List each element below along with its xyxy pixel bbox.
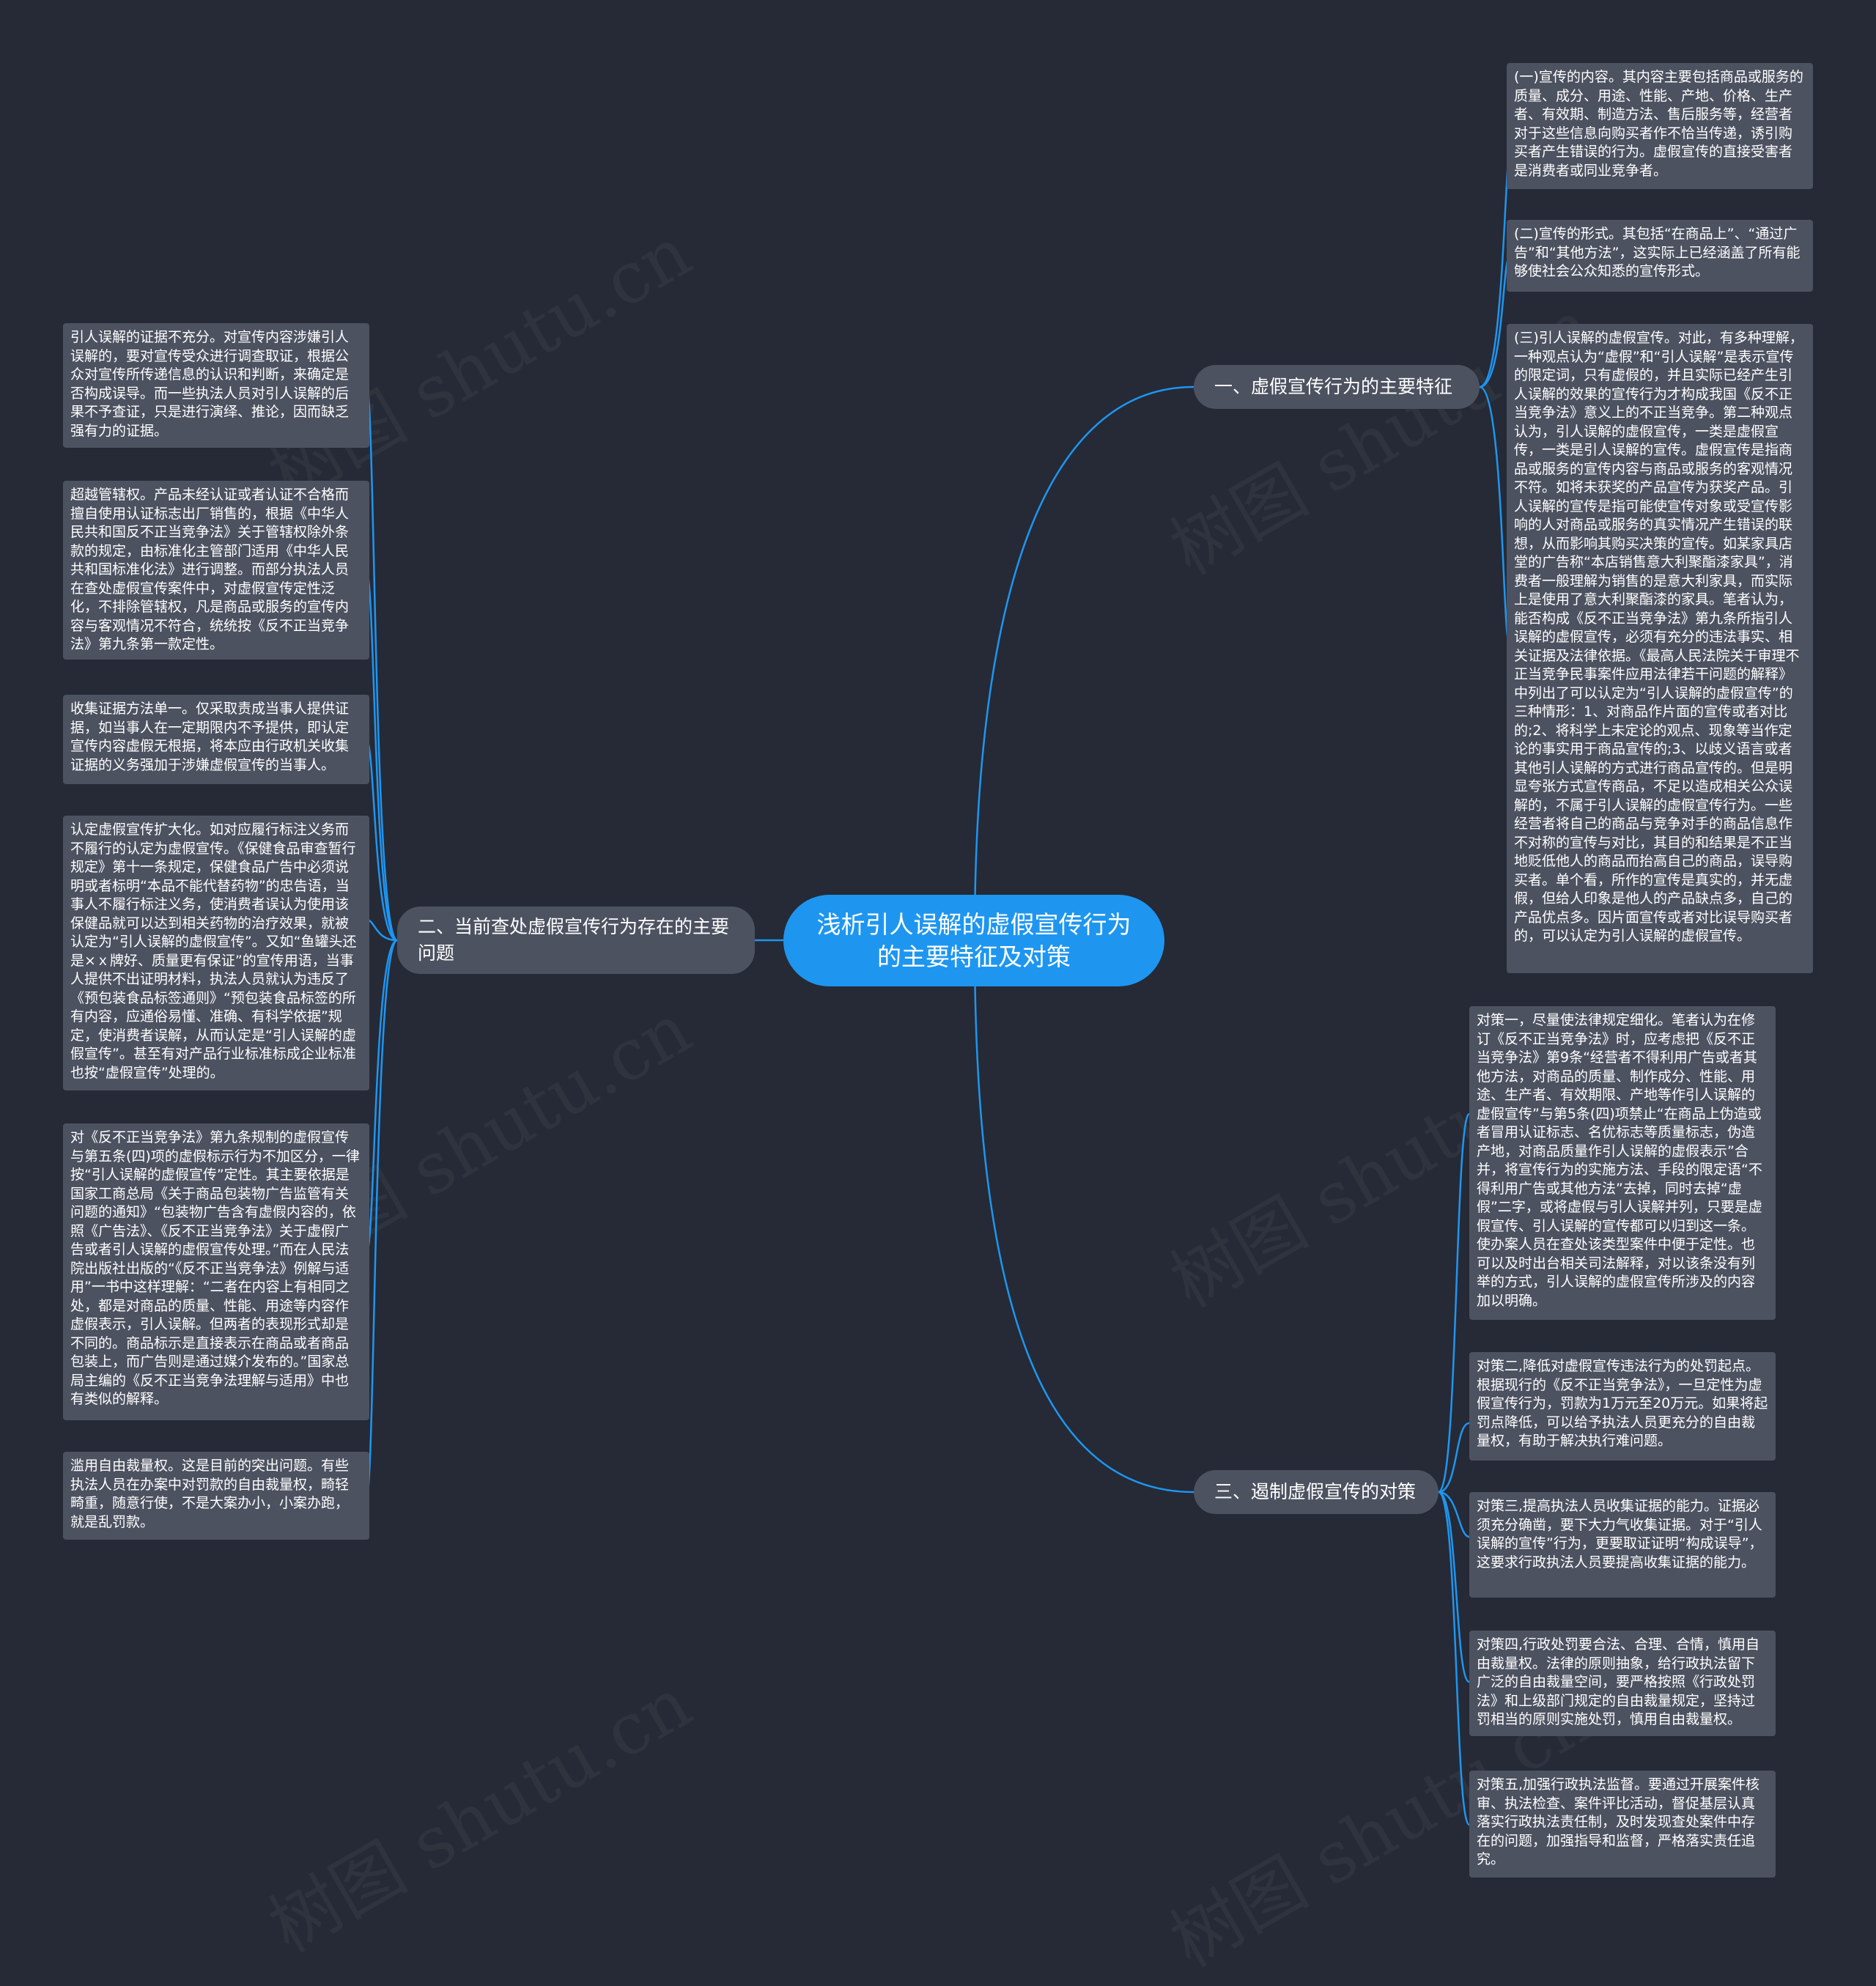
link-b3-leaf4 [1438,1491,1470,1683]
link-b2-leaf6 [365,939,399,1499]
link-b3-leaf5 [1438,1491,1471,1826]
branch-label: 二、当前查处虚假宣传行为存在的主要问题 [418,916,730,964]
link-b2-leaf5 [365,939,398,1255]
countermeasure-node[interactable]: 对策三,提高执法人员收集证据的能力。证据必须充分确凿，要下大力气收集证据。对于“… [1469,1492,1776,1598]
link-b1-leaf3 [1479,385,1511,646]
link-b2-leaf1 [365,383,399,942]
branch-label: 一、虚假宣传行为的主要特征 [1214,376,1453,397]
root-topic[interactable]: 浅析引人误解的虚假宣传行为的主要特征及对策 [783,895,1164,986]
problem-node[interactable]: 滥用自由裁量权。这是目前的突出问题。有些执法人员在办案中对罚款的自由裁量权，畸轻… [63,1452,369,1540]
link-root-branch1 [973,385,1194,941]
problem-node[interactable]: 对《反不正当竞争法》第九条规制的虚假宣传与第五条(四)项的虚假标示行为不加区分，… [63,1123,369,1420]
feature-node[interactable]: (一)宣传的内容。其内容主要包括商品或服务的质量、成分、用途、性能、产地、价格、… [1507,63,1813,189]
countermeasure-node[interactable]: 对策四,行政处罚要合法、合理、合情，慎用自由裁量权。法律的原则抽象，给行政执法留… [1469,1631,1776,1736]
link-b3-leaf1 [1437,1112,1471,1494]
branch-main-features[interactable]: 一、虚假宣传行为的主要特征 [1194,365,1480,409]
countermeasure-node[interactable]: 对策二,降低对虚假宣传违法行为的处罚起点。根据现行的《反不正当竞争法》，一旦定性… [1469,1352,1776,1461]
problem-node[interactable]: 收集证据方法单一。仅采取责成当事人提供证据，如当事人在一定期限内不予提供，即认定… [63,695,369,784]
feature-node[interactable]: (二)宣传的形式。其包括“在商品上”、“通过广告”和“其他方法”，这实际上已经涵… [1507,220,1813,292]
branch-countermeasures[interactable]: 三、遏制虚假宣传的对策 [1194,1470,1439,1514]
connector-lines [365,125,1515,1826]
link-b1-leaf2 [1479,255,1511,388]
countermeasure-node[interactable]: 对策五,加强行政执法监督。要通过开展案件核审、执法检查、案件评比活动，督促基层认… [1469,1771,1776,1878]
link-root-branch3 [973,940,1194,1494]
link-b2-leaf2 [365,570,398,942]
problem-node[interactable]: 超越管辖权。产品未经认证或者认证不合格而擅自使用认证标志出厂销售的，根据《中华人… [63,481,369,660]
countermeasure-node[interactable]: 对策一，尽量使法律规定细化。笔者认为在修订《反不正当竞争法》时，应考虑把《反不正… [1469,1006,1776,1320]
problem-node[interactable]: 认定虚假宣传扩大化。如对应履行标注义务而不履行的认定为虚假宣传。《保健食品审查暂… [63,816,369,1090]
root-topic-label: 浅析引人误解的虚假宣传行为的主要特征及对策 [816,909,1131,971]
link-b3-leaf2 [1438,1422,1470,1494]
problem-node[interactable]: 引人误解的证据不充分。对宣传内容涉嫌引人误解的，要对宣传受众进行调查取证，根据公… [63,323,369,448]
feature-node[interactable]: (三)引人误解的虚假宣传。对此，有多种理解，一种观点认为“虚假”和“引人误解”是… [1507,324,1813,973]
branch-label: 三、遏制虚假宣传的对策 [1214,1481,1417,1502]
branch-current-problems[interactable]: 二、当前查处虚假宣传行为存在的主要问题 [397,907,755,974]
link-b3-leaf3 [1438,1491,1470,1538]
link-b2-leaf3 [365,739,398,942]
